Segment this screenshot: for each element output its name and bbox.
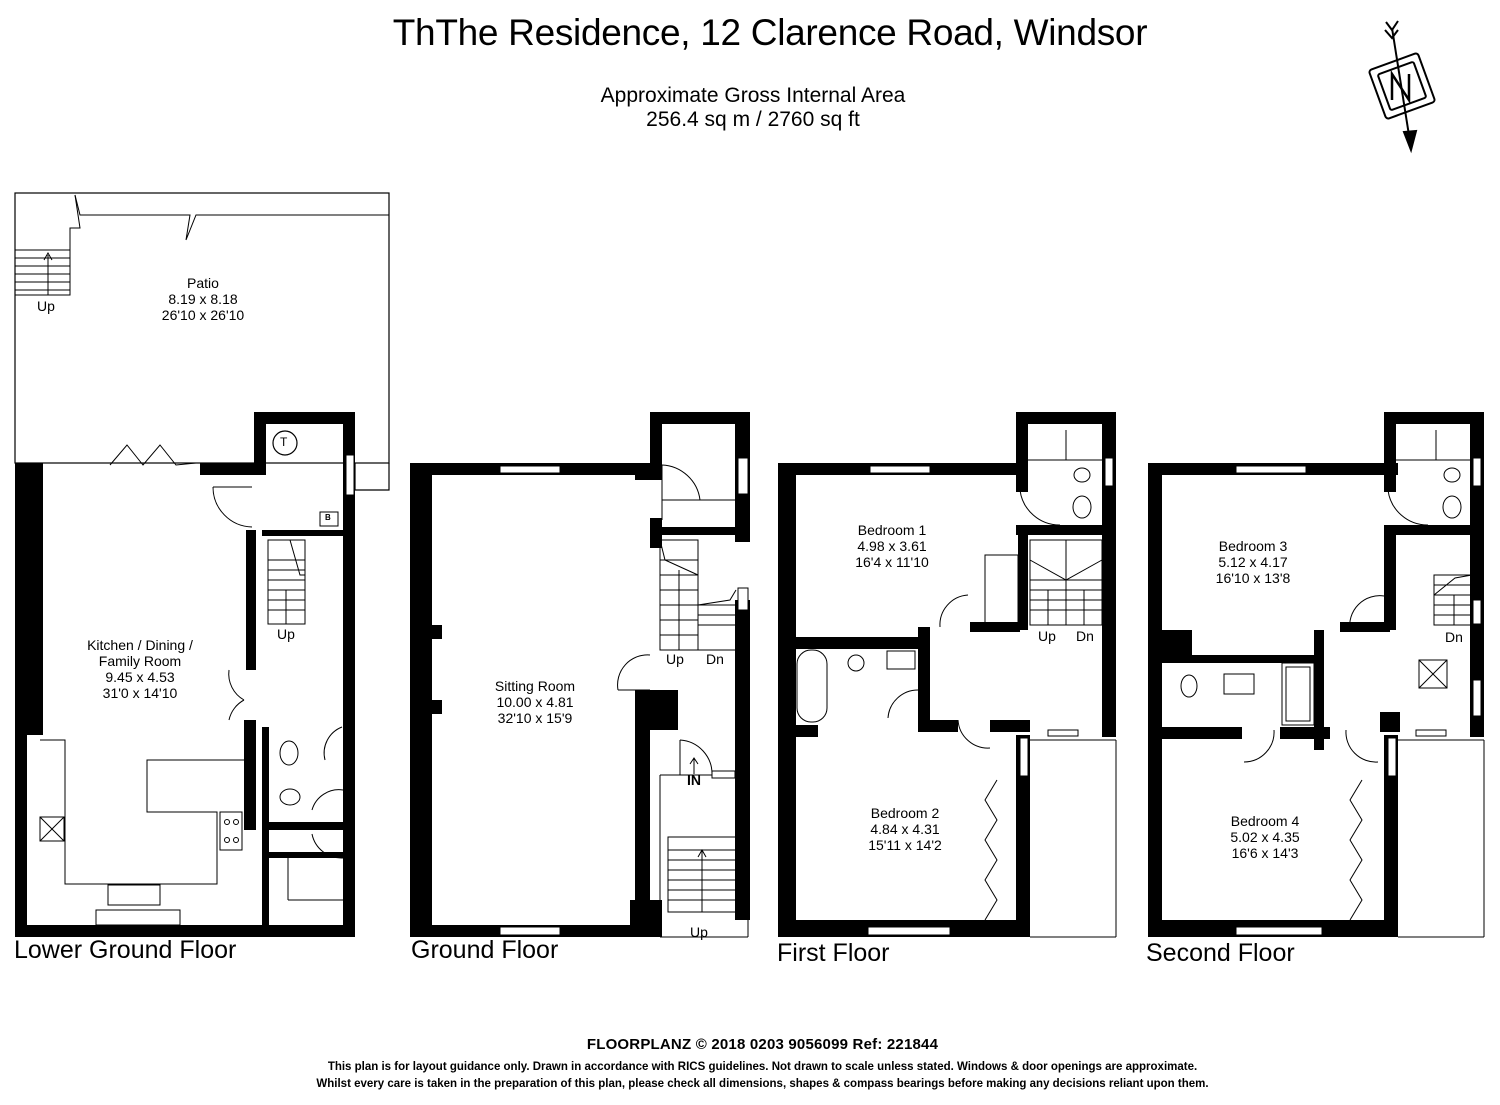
room-patio: Patio 8.19 x 8.18 26'10 x 26'10 [161,275,245,323]
ground-stairs-up: Up [666,651,684,667]
second-stairs-down: Dn [1445,629,1463,645]
gross-area-label: Approximate Gross Internal Area [600,84,906,107]
lower-stairs-up: Up [277,626,295,642]
first-stairs-down: Dn [1076,628,1094,644]
patio-stairs-up: Up [37,298,55,314]
footer-company: FLOORPLANZ © 2018 0203 9056099 Ref: 2218… [586,1036,939,1053]
first-stairs-up: Up [1038,628,1056,644]
second-floor-plan [1148,412,1485,938]
compass-icon [1368,20,1436,154]
floor-label-second: Second Floor [1146,939,1295,967]
footer-disclaimer-1: This plan is for layout guidance only. D… [327,1061,1198,1073]
tank-symbol: T [280,435,288,449]
entrance-marker: IN [687,772,701,788]
room-bedroom-2: Bedroom 2 4.84 x 4.31 15'11 x 14'2 [868,805,942,853]
ground-stairs-down: Dn [706,651,724,667]
floor-label-lower-ground: Lower Ground Floor [14,936,237,964]
room-bedroom-3: Bedroom 3 5.12 x 4.17 16'10 x 13'8 [1215,538,1291,586]
first-floor-plan [778,412,1117,938]
front-steps-up: Up [690,924,708,940]
gross-area-value: 256.4 sq m / 2760 sq ft [646,108,860,131]
floor-label-ground: Ground Floor [411,936,559,964]
room-bedroom-1: Bedroom 1 4.98 x 3.61 16'4 x 11'10 [855,522,929,570]
lower-ground-floor-plan [14,192,390,937]
footer-disclaimer-2: Whilst every care is taken in the prepar… [316,1078,1209,1090]
room-kitchen-dining: Kitchen / Dining / Family Room 9.45 x 4.… [87,637,193,701]
floor-label-first: First Floor [777,939,890,967]
boiler-symbol: B [325,513,331,522]
gross-area: Approximate Gross Internal Area 256.4 sq… [0,84,1500,132]
room-sitting: Sitting Room 10.00 x 4.81 32'10 x 15'9 [494,678,576,726]
ground-floor-plan [410,412,750,938]
room-bedroom-4: Bedroom 4 5.02 x 4.35 16'6 x 14'3 [1230,813,1300,861]
plan-title: ThThe Residence, 12 Clarence Road, Winds… [392,12,1148,53]
